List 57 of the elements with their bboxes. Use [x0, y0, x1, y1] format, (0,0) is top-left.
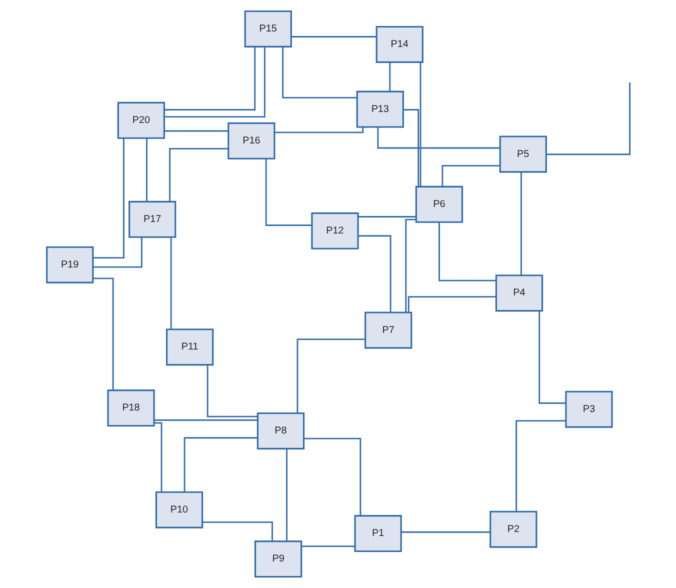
connector	[515, 420, 566, 512]
connector	[206, 364, 258, 418]
connector	[264, 158, 312, 226]
node-box: P9	[254, 540, 302, 578]
connector	[274, 127, 364, 134]
connector	[438, 222, 496, 282]
node-box: P10	[154, 491, 203, 528]
connector	[168, 148, 228, 202]
connector	[404, 218, 416, 312]
connector	[282, 46, 357, 98]
connector	[358, 235, 391, 312]
connector	[407, 296, 496, 312]
node-box: P11	[166, 328, 214, 366]
node-box: P7	[364, 312, 412, 349]
connector	[358, 216, 416, 218]
connector	[296, 338, 365, 414]
connector	[92, 237, 142, 268]
connector	[400, 531, 490, 533]
connector	[441, 165, 500, 187]
node-box: P6	[414, 186, 463, 223]
node-box: P1	[354, 515, 402, 552]
connector	[164, 46, 256, 110]
connector	[183, 437, 258, 492]
node-box: P16	[227, 122, 275, 160]
node-box: P12	[310, 212, 358, 250]
connector	[388, 62, 390, 92]
node-box: P3	[564, 390, 612, 428]
connector	[154, 419, 258, 421]
node-box: P2	[489, 510, 537, 548]
node-box: P20	[116, 102, 164, 139]
node-box: P19	[46, 246, 94, 284]
connector	[301, 546, 354, 547]
node-box: P5	[498, 136, 546, 173]
connector	[92, 278, 114, 390]
connector	[202, 521, 272, 542]
node-box: P14	[375, 26, 423, 63]
connector	[303, 438, 361, 516]
connector	[520, 172, 522, 276]
connector	[170, 237, 172, 330]
node-box: P4	[494, 274, 543, 312]
node-box: P18	[106, 390, 154, 427]
node-box: P17	[128, 200, 176, 238]
connector	[164, 130, 228, 132]
connector	[92, 138, 124, 259]
connector	[402, 109, 419, 187]
connector	[286, 448, 287, 542]
connector	[164, 46, 265, 118]
connector	[154, 422, 162, 492]
connector	[538, 311, 566, 404]
node-box: P8	[256, 412, 304, 450]
connector	[376, 127, 500, 149]
node-box: P13	[356, 90, 404, 128]
connector	[546, 82, 630, 156]
node-box: P15	[244, 10, 292, 48]
connector	[419, 62, 421, 187]
connector	[146, 138, 147, 202]
connector	[290, 36, 376, 38]
